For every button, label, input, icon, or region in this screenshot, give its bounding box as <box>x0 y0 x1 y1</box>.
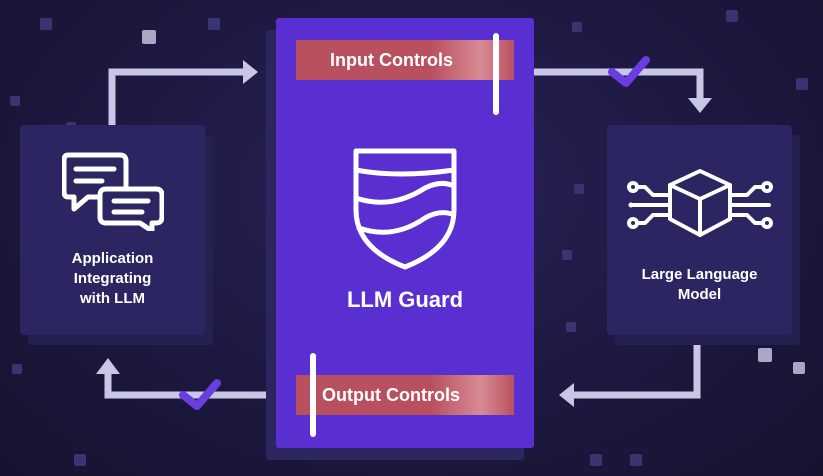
bg-square <box>796 78 808 90</box>
bg-square <box>590 454 602 466</box>
arrow-llm-to-output <box>572 335 701 399</box>
output-controls-gate <box>310 353 316 437</box>
output-controls-box: Output Controls <box>296 375 514 415</box>
arrow-output-to-app <box>104 372 296 399</box>
arrowhead-left <box>559 383 574 407</box>
bg-square <box>574 184 584 194</box>
bg-square <box>726 10 738 22</box>
application-label-line3: with LLM <box>80 290 145 307</box>
bg-square <box>793 362 805 374</box>
llm-label-line2: Model <box>677 286 722 303</box>
arrowhead-up <box>96 358 120 374</box>
arrow-app-to-input <box>108 68 245 125</box>
bg-square <box>12 364 22 374</box>
arrow-input-to-llm <box>514 68 704 100</box>
check-icon <box>179 379 221 410</box>
bg-square <box>758 348 772 362</box>
chat-bubbles-icon <box>62 152 164 231</box>
bg-square <box>142 30 156 44</box>
input-controls-gate <box>493 33 499 115</box>
bg-square <box>10 96 20 106</box>
output-controls-label: Output Controls <box>322 385 460 405</box>
arrowhead-right <box>243 60 258 84</box>
shield-icon <box>353 148 457 270</box>
arrowhead-down <box>688 98 712 113</box>
application-label-line2: Integrating <box>73 270 152 287</box>
cube-circuit-icon <box>627 169 773 237</box>
bg-square <box>566 322 576 332</box>
bg-square <box>40 18 52 30</box>
llm-label-line1: Large Language <box>641 266 758 283</box>
bg-square <box>562 250 572 260</box>
input-controls-box: Input Controls <box>296 40 514 80</box>
guard-title: LLM Guard <box>346 287 464 312</box>
check-icon <box>608 56 650 87</box>
input-controls-label: Input Controls <box>330 50 453 70</box>
application-card: Application Integrating with LLM <box>20 125 205 335</box>
bg-square <box>74 454 86 466</box>
bg-square <box>630 454 642 466</box>
application-label-line1: Application <box>71 250 154 267</box>
bg-square <box>208 18 220 30</box>
bg-square <box>572 22 582 32</box>
llm-card: Large Language Model <box>607 125 792 335</box>
